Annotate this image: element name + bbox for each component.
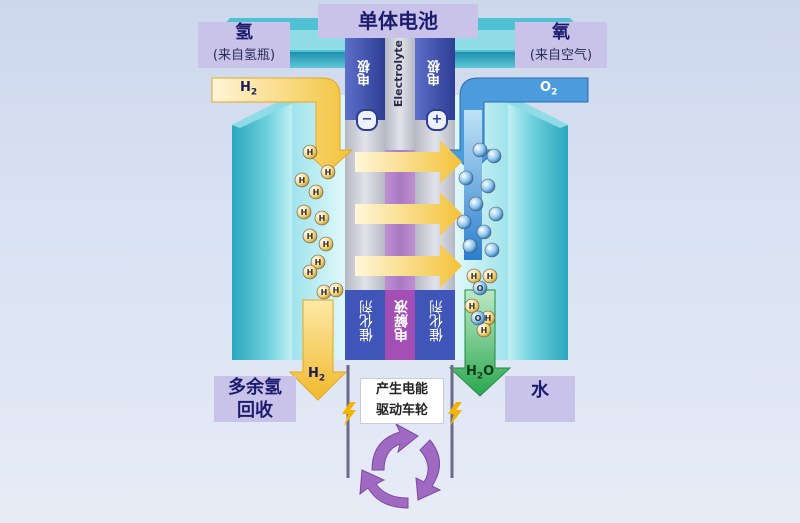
hydrogen-particle: H bbox=[318, 236, 334, 252]
oxygen-particle bbox=[458, 170, 474, 186]
power-label-box: 产生电能 驱动车轮 bbox=[360, 378, 444, 424]
svg-text:H: H bbox=[323, 240, 330, 249]
cathode-plus-icon: + bbox=[426, 109, 448, 131]
electrolyte-cn-label: 电解液 bbox=[394, 300, 410, 342]
water-label-box: 水 bbox=[505, 376, 575, 422]
electrode-right-label: 电极 bbox=[428, 60, 443, 86]
hydrogen-particle: H bbox=[296, 204, 312, 220]
svg-text:H: H bbox=[487, 272, 494, 281]
water-hydrogen-particle: H bbox=[476, 322, 492, 338]
oxygen-label: 氧 bbox=[552, 22, 570, 43]
hydrogen-particle: H bbox=[328, 282, 344, 298]
hydrogen-source: (来自氢瓶) bbox=[212, 48, 276, 63]
power-line2: 驱动车轮 bbox=[375, 403, 428, 418]
svg-text:H: H bbox=[333, 286, 340, 295]
hydrogen-label: 氢 bbox=[235, 22, 253, 43]
oxygen-label-box: 氧 (来自空气) bbox=[515, 22, 607, 68]
hydrogen-particle: H bbox=[320, 164, 336, 180]
svg-text:H: H bbox=[315, 258, 322, 267]
external-circuit bbox=[342, 365, 462, 478]
hydrogen-outlet-formula: H2 bbox=[308, 366, 326, 384]
anode-minus-icon: − bbox=[356, 109, 378, 131]
svg-text:H: H bbox=[307, 232, 314, 241]
svg-text:H: H bbox=[299, 176, 306, 185]
oxygen-particle bbox=[486, 148, 502, 164]
svg-text:H: H bbox=[307, 268, 314, 277]
hydrogen-particle: H bbox=[302, 228, 318, 244]
oxygen-particle bbox=[480, 178, 496, 194]
lightning-icon-left bbox=[342, 402, 356, 426]
water-oxygen-particle: O bbox=[470, 310, 486, 326]
svg-text:H: H bbox=[485, 314, 492, 323]
hydrogen-particle: H bbox=[316, 284, 332, 300]
catalyst-left-label: 催化剂 bbox=[359, 300, 375, 342]
hydrogen-particle: H bbox=[310, 254, 326, 270]
svg-text:H: H bbox=[307, 148, 314, 157]
oxygen-particle bbox=[488, 206, 504, 222]
page-title: 单体电池 bbox=[358, 9, 438, 33]
hydrogen-particle: H bbox=[302, 144, 318, 160]
water-outlet-formula: H2O bbox=[466, 364, 495, 382]
svg-text:H: H bbox=[325, 168, 332, 177]
water-hydrogen-particle: H bbox=[466, 268, 482, 284]
hydrogen-particle: H bbox=[302, 264, 318, 280]
hydrogen-inlet-formula: H2 bbox=[240, 80, 258, 98]
water-label: 水 bbox=[531, 380, 549, 401]
oxygen-source: (来自空气) bbox=[529, 48, 593, 63]
water-oxygen-particle: O bbox=[472, 280, 488, 296]
cycle-arrows-icon bbox=[359, 422, 442, 509]
oxygen-particle bbox=[468, 196, 484, 212]
oxygen-particle bbox=[462, 238, 478, 254]
oxygen-particle bbox=[472, 142, 488, 158]
svg-text:H: H bbox=[301, 208, 308, 217]
svg-text:H: H bbox=[469, 302, 476, 311]
svg-text:H: H bbox=[319, 214, 326, 223]
oxygen-particle bbox=[456, 214, 472, 230]
proton-arrows bbox=[355, 140, 462, 288]
hydrogen-outlet-arrow bbox=[288, 299, 348, 401]
svg-text:O: O bbox=[477, 284, 484, 293]
excess-hydrogen-line2: 回收 bbox=[237, 400, 273, 421]
svg-text:H: H bbox=[321, 288, 328, 297]
electrolyte-label: Electrolyte bbox=[392, 40, 405, 108]
svg-text:O: O bbox=[475, 314, 482, 323]
excess-hydrogen-line1: 多余氢 bbox=[228, 377, 282, 398]
svg-text:H: H bbox=[313, 188, 320, 197]
hydrogen-particle: H bbox=[314, 210, 330, 226]
oxygen-inlet-formula: O2 bbox=[540, 80, 558, 98]
water-hydrogen-particle: H bbox=[464, 298, 480, 314]
oxygen-particle bbox=[476, 224, 492, 240]
hydrogen-label-box: 氢 (来自氢瓶) bbox=[198, 22, 290, 68]
oxygen-particle bbox=[484, 242, 500, 258]
electrode-left-label: 电极 bbox=[358, 60, 373, 86]
catalyst-right-label: 催化剂 bbox=[429, 300, 445, 342]
title-box: 单体电池 bbox=[318, 4, 478, 38]
excess-hydrogen-box: 多余氢 回收 bbox=[214, 376, 296, 422]
svg-text:H: H bbox=[471, 272, 478, 281]
lightning-icon-right bbox=[448, 402, 462, 426]
hydrogen-particle: H bbox=[294, 172, 310, 188]
svg-text:H: H bbox=[481, 326, 488, 335]
hydrogen-particle: H bbox=[308, 184, 324, 200]
power-line1: 产生电能 bbox=[375, 382, 428, 397]
water-hydrogen-particle: H bbox=[482, 268, 498, 284]
